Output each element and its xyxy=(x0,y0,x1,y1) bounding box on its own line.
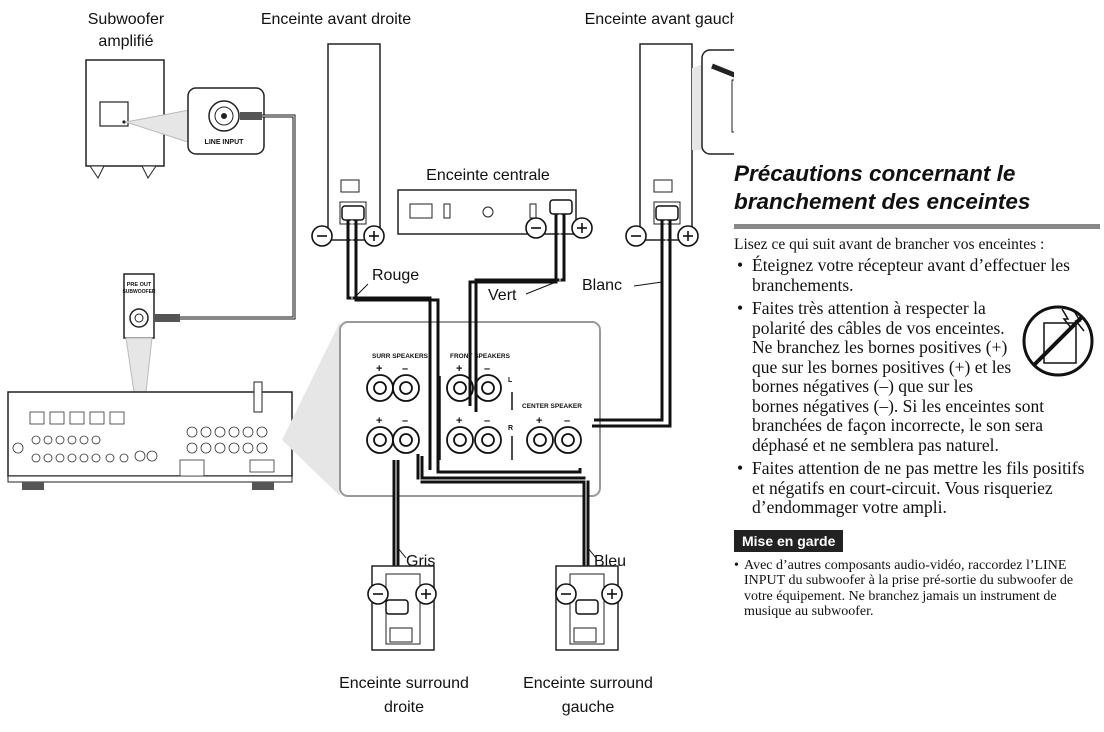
polarity-warning-icon xyxy=(1022,305,1094,377)
surround-right-label-2: droite xyxy=(384,699,424,716)
wire-label-white: Blanc xyxy=(582,277,622,294)
terminal-R-label: R xyxy=(508,425,513,432)
receiver-icon xyxy=(7,381,293,490)
svg-text:+: + xyxy=(376,363,382,375)
svg-text:+: + xyxy=(456,415,462,427)
pre-out-callout: PRE OUT SUBWOOFER xyxy=(122,273,180,339)
front-left-label: Enceinte avant gauche xyxy=(585,11,734,28)
caution-list: Avec d’autres composants audio-vidéo, ra… xyxy=(734,558,1100,620)
surround-left-label-1: Enceinte surround xyxy=(523,675,653,692)
terminal-L-label: L xyxy=(508,377,513,384)
speaker-terminal-symbols xyxy=(311,217,699,247)
front-speakers-label: FRONT SPEAKERS xyxy=(450,353,511,360)
subwoofer-title-line1: Subwoofer xyxy=(88,11,165,28)
subwoofer-title-line2: amplifié xyxy=(98,33,153,50)
terminal-closeup-icon xyxy=(701,49,734,155)
svg-text:–: – xyxy=(484,363,490,375)
title-underline xyxy=(734,224,1100,229)
pre-out-label-1: PRE OUT xyxy=(127,282,152,288)
wire-label-green: Vert xyxy=(488,287,517,304)
subwoofer-icon xyxy=(85,59,165,179)
precaution-item: Éteignez votre récepteur avant d’effectu… xyxy=(734,255,1100,295)
precautions-title-2: branchement des enceintes xyxy=(734,189,1031,214)
precaution-item: Faites très attention à respecter la pol… xyxy=(734,298,1100,455)
surround-left-label-2: gauche xyxy=(562,699,615,716)
precautions-panel: Précautions concernant le branchement de… xyxy=(734,160,1100,620)
wire-label-red: Rouge xyxy=(372,267,419,284)
binding-posts xyxy=(366,374,582,454)
pre-out-label-2: SUBWOOFER xyxy=(122,289,155,295)
caution-heading: Mise en garde xyxy=(734,529,844,552)
svg-text:+: + xyxy=(536,415,542,427)
precaution-item: Faites attention de ne pas mettre les fi… xyxy=(734,458,1100,518)
precautions-list: Éteignez votre récepteur avant d’effectu… xyxy=(734,255,1100,518)
line-input-callout: LINE INPUT xyxy=(187,87,265,155)
svg-text:–: – xyxy=(484,415,490,427)
precautions-intro: Lisez ce qui suit avant de brancher vos … xyxy=(734,236,1045,253)
center-speaker-icon xyxy=(397,189,577,235)
precautions-title-1: Précautions concernant le xyxy=(734,161,1016,186)
surr-speakers-label: SURR SPEAKERS xyxy=(372,353,429,360)
speaker-connection-diagram: Subwoofer amplifié LINE INPUT PRE OUT SU… xyxy=(7,11,734,716)
svg-text:–: – xyxy=(402,363,408,375)
svg-text:–: – xyxy=(564,415,570,427)
svg-text:+: + xyxy=(376,415,382,427)
center-speaker-label: CENTER SPEAKER xyxy=(522,403,582,410)
surround-right-speaker-icon xyxy=(367,565,437,651)
surround-left-speaker-icon xyxy=(555,565,623,651)
front-right-label: Enceinte avant droite xyxy=(261,11,411,28)
line-input-label: LINE INPUT xyxy=(205,139,245,146)
surround-right-label-1: Enceinte surround xyxy=(339,675,469,692)
caution-item: Avec d’autres composants audio-vidéo, ra… xyxy=(734,558,1100,620)
svg-text:+: + xyxy=(456,363,462,375)
svg-text:–: – xyxy=(402,415,408,427)
center-label: Enceinte centrale xyxy=(426,167,550,184)
